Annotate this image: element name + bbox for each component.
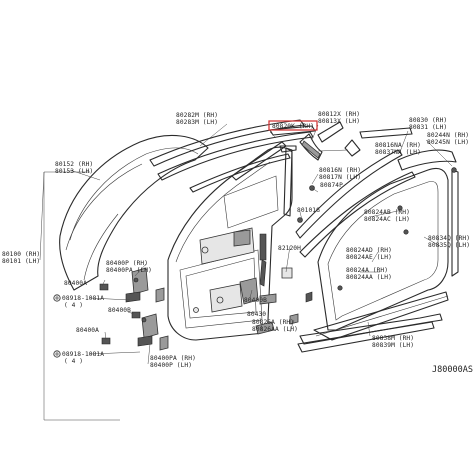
label-80400b[interactable]: 80400B	[108, 307, 131, 314]
leader-lines	[39, 123, 453, 421]
diagram-code: J80000AS	[432, 365, 473, 375]
label-08918-1081a-2[interactable]: 08918-1081A( 4 )	[62, 351, 104, 365]
label-80830[interactable]: 80830 (RH)80831 (LH)	[409, 117, 447, 131]
label-80816na[interactable]: 80816NA (RH)80837NA (LH)	[375, 142, 421, 156]
door-glass-run	[231, 141, 297, 217]
label-80824ab[interactable]: 80824AB (RH)80824AC (LH)	[364, 209, 410, 223]
label-80838m[interactable]: 80838M (RH)80839M (LH)	[372, 335, 414, 349]
label-80244n[interactable]: 80244N (RH)80245N (LH)	[427, 132, 469, 146]
label-08918-1081a[interactable]: 08918-1081A( 4 )	[62, 295, 104, 309]
label-80874p[interactable]: 80874P	[320, 182, 343, 189]
label-80400p[interactable]: 80400P (RH)80400PA (LH)	[106, 260, 152, 274]
label-80834q[interactable]: 80834Q (RH)80835Q (LH)	[428, 235, 470, 249]
highlight-box-80820k	[268, 120, 318, 131]
hardware-bolts	[53, 283, 141, 358]
label-80400b-2[interactable]: 80400B	[244, 297, 267, 304]
label-80824ad[interactable]: 80824AD (RH)80824AE (LH)	[346, 247, 392, 261]
front-door-inner	[167, 146, 293, 341]
fasteners	[133, 167, 457, 323]
sill-moulding	[297, 313, 443, 353]
label-80400a[interactable]: 80400A	[64, 280, 87, 287]
part-labels: 80282M (RH)80283M (LH) 80820K (RH) 80812…	[2, 111, 473, 375]
label-80824a[interactable]: 80824A (RH)80824AA (LH)	[346, 267, 392, 281]
label-80430[interactable]: 80430	[247, 311, 266, 318]
door-check-parts	[239, 267, 313, 335]
label-80400pa[interactable]: 80400PA (RH)80400P (LH)	[150, 355, 196, 369]
label-80100[interactable]: 80100 (RH)80101 (LH)	[2, 251, 40, 265]
label-80816n[interactable]: 80816N (RH)80817N (LH)	[319, 167, 361, 181]
roof-side-mouldings	[295, 127, 416, 258]
label-80152[interactable]: 80152 (RH)80153 (LH)	[55, 161, 93, 175]
door-opening-frame	[313, 149, 459, 341]
label-80812x[interactable]: 80812X (RH)80813X (LH)	[318, 111, 360, 125]
window-moulding-strips	[149, 119, 316, 193]
label-80400a-2[interactable]: 80400A	[76, 327, 99, 334]
label-80282m[interactable]: 80282M (RH)80283M (LH)	[176, 112, 218, 126]
label-80826a[interactable]: 80826A (RH)80826AA (LH)	[252, 319, 298, 333]
hinges	[125, 267, 169, 351]
label-80820k[interactable]: 80820K (RH)	[272, 123, 314, 130]
label-82120h[interactable]: 82120H	[278, 245, 301, 252]
door-outer-panel	[59, 135, 209, 291]
label-80101g[interactable]: 80101G	[297, 207, 320, 214]
pillar-trims	[299, 121, 361, 161]
